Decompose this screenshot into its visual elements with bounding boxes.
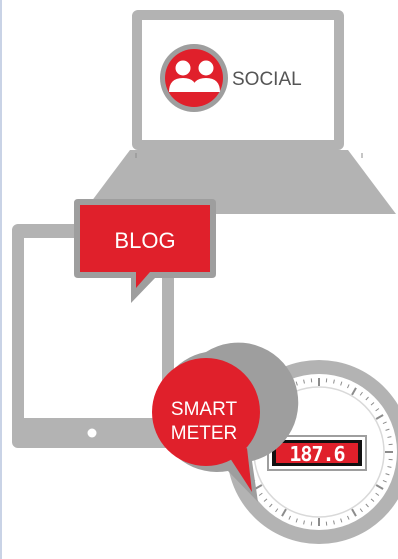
blog-label: BLOG	[114, 228, 175, 253]
smart-meter-label-line2: METER	[171, 423, 238, 444]
meter-reading: 187.6	[289, 442, 344, 466]
smart-meter-label-line1: SMART	[171, 399, 238, 420]
laptop-device	[82, 10, 396, 214]
social-label: SOCIAL	[232, 69, 302, 90]
tablet-home-button	[88, 429, 97, 438]
social-icon-circle	[165, 49, 223, 107]
